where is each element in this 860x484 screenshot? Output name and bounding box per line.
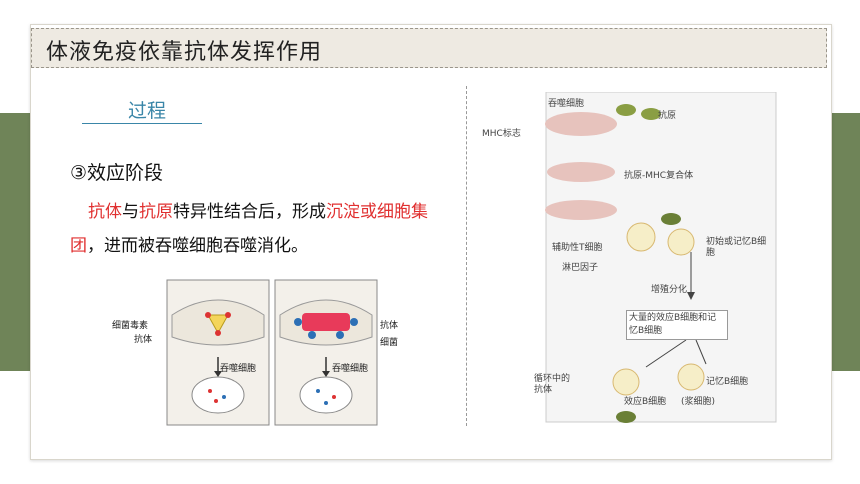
label-plasma: (浆细胞)	[681, 397, 716, 407]
label-proliferate: 增殖分化	[651, 285, 688, 295]
label-toxin: 细菌毒素	[112, 321, 149, 331]
process-underline	[82, 123, 202, 124]
text-digest: ，进而被吞噬细胞吞噬消化。	[87, 236, 308, 256]
label-antigen-mhc: 抗原-MHC复合体	[624, 171, 694, 181]
text-combine: 特异性结合后，形成	[173, 202, 326, 222]
column-divider	[466, 86, 467, 426]
process-label: 过程	[128, 100, 167, 122]
label-b-cell: 初始或记忆B细胞	[706, 237, 767, 258]
right-figure-drawing	[545, 91, 777, 423]
term-antigen: 抗原	[139, 202, 173, 222]
right-figure: 吞噬细胞 MHC标志 抗原 抗原-MHC复合体 辅助性T细胞 淋巴因子 初始或记…	[476, 91, 796, 427]
label-memory-b: 记忆B细胞	[706, 377, 749, 387]
label-phagocyte-right: 吞噬细胞	[332, 364, 369, 374]
label-mhc-marker: MHC标志	[482, 129, 521, 139]
text-and: 与	[122, 202, 139, 222]
left-figure-drawing	[166, 279, 378, 426]
title-bar	[31, 28, 827, 68]
label-antibody-right: 抗体	[380, 321, 399, 331]
label-circulating-antibody: 循环中的抗体	[534, 374, 571, 395]
stage-heading: ③效应阶段	[70, 162, 164, 184]
label-lymphokine: 淋巴因子	[562, 263, 599, 273]
label-effector-b: 效应B细胞	[624, 397, 667, 407]
label-phagocyte: 吞噬细胞	[548, 99, 585, 109]
description-paragraph: 抗体与抗原特异性结合后，形成沉淀或细胞集团，进而被吞噬细胞吞噬消化。	[70, 195, 450, 263]
label-antigen: 抗原	[658, 111, 677, 121]
label-phagocyte-left: 吞噬细胞	[220, 364, 257, 374]
label-bacteria: 细菌	[380, 338, 399, 348]
term-precipitate: 沉淀或细胞集团	[70, 202, 428, 256]
label-effector-memory: 大量的效应B细胞和记忆B细胞	[626, 310, 728, 340]
left-figure: 细菌毒素 抗体 吞噬细胞 抗体 细菌 吞噬细胞	[112, 275, 402, 430]
slide-title: 体液免疫依靠抗体发挥作用	[46, 40, 323, 65]
term-antibody: 抗体	[88, 202, 122, 222]
label-antibody-left: 抗体	[134, 335, 153, 345]
label-helper-t: 辅助性T细胞	[552, 243, 603, 253]
